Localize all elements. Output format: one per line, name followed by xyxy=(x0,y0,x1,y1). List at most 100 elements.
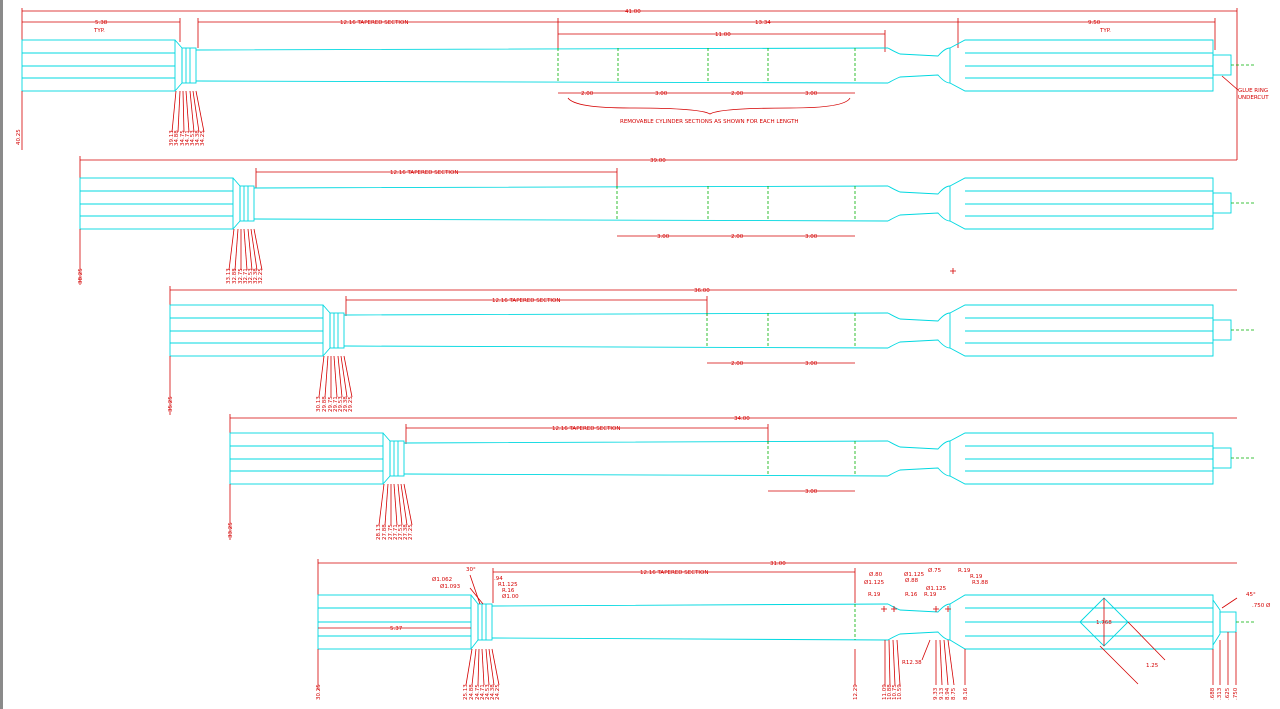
station-dims-5: 25.13 24.88 24.75 24.71 24.53 24.38 24.2… xyxy=(463,648,501,700)
svg-text:R1.125: R1.125 xyxy=(498,582,518,588)
svg-text:27.75: 27.75 xyxy=(388,524,394,540)
right-block-dim-text: 9.50 xyxy=(1088,20,1101,26)
svg-text:27.25: 27.25 xyxy=(408,524,414,540)
svg-text:Ø.88: Ø.88 xyxy=(905,577,919,584)
svg-text:2.00: 2.00 xyxy=(731,234,744,240)
left-block-dim-text: 5.38 xyxy=(95,20,108,26)
svg-text:34.71: 34.71 xyxy=(185,130,191,146)
svg-text:R12.38: R12.38 xyxy=(902,660,922,666)
svg-text:24.71: 24.71 xyxy=(480,684,486,700)
cyl-total-dim-text: 11.00 xyxy=(715,32,731,38)
svg-text:31.00: 31.00 xyxy=(770,561,786,567)
svg-text:.750: .750 xyxy=(1233,687,1239,700)
svg-text:32.88: 32.88 xyxy=(232,268,238,284)
svg-text:32.75: 32.75 xyxy=(238,268,244,284)
side-label-1: 40.25 xyxy=(16,129,22,145)
svg-text:Ø1.125: Ø1.125 xyxy=(864,579,885,586)
svg-text:10.88: 10.88 xyxy=(887,684,893,700)
glue-ring-label: GLUE RING xyxy=(1238,88,1268,94)
station-dims-2: 33.13 32.88 32.75 32.71 32.53 32.38 32.2… xyxy=(226,228,264,284)
svg-text:30°: 30° xyxy=(466,567,476,573)
undercut-label: UNDERCUT xyxy=(1238,95,1269,101)
svg-text:3.00: 3.00 xyxy=(805,234,818,240)
svg-text:3.00: 3.00 xyxy=(805,361,818,367)
svg-text:Ø.80: Ø.80 xyxy=(869,571,883,578)
svg-text:3.00: 3.00 xyxy=(805,489,818,495)
svg-text:3.00: 3.00 xyxy=(657,234,670,240)
svg-text:.313: .313 xyxy=(1217,687,1223,700)
cyl-dim-4: 3.00 xyxy=(805,91,818,97)
svg-text:1.768: 1.768 xyxy=(1096,620,1112,626)
svg-text:27.88: 27.88 xyxy=(382,524,388,540)
svg-text:12.16 TAPERED SECTION: 12.16 TAPERED SECTION xyxy=(552,426,621,432)
svg-text:12.29: 12.29 xyxy=(853,684,859,700)
svg-text:34.00: 34.00 xyxy=(734,416,750,422)
svg-text:29.38: 29.38 xyxy=(343,396,349,412)
station-dims-1: 39.13 34.88 34.75 34.71 34.53 34.38 34.2… xyxy=(169,90,206,146)
svg-text:R.16: R.16 xyxy=(502,588,515,594)
svg-text:24.25: 24.25 xyxy=(495,684,501,700)
view-31: 31.00 12.16 TAPERED SECTION 1.768 1.25 5… xyxy=(316,559,1271,700)
svg-text:R3.88: R3.88 xyxy=(972,580,989,586)
view-34: 34.00 12.16 TAPERED SECTION 3.00 33.25 2… xyxy=(228,414,1255,540)
svg-text:11.09: 11.09 xyxy=(882,684,888,700)
svg-text:27.53: 27.53 xyxy=(398,524,404,540)
svg-text:9.13: 9.13 xyxy=(939,687,945,700)
svg-text:12.16 TAPERED SECTION: 12.16 TAPERED SECTION xyxy=(640,570,709,576)
svg-text:R.16: R.16 xyxy=(905,592,918,598)
svg-text:25.13: 25.13 xyxy=(463,684,469,700)
brace xyxy=(567,97,851,115)
svg-text:33.13: 33.13 xyxy=(226,268,232,284)
station-dims-4: 28.13 27.88 27.75 27.71 27.53 27.38 27.2… xyxy=(376,483,414,540)
svg-text:39.13: 39.13 xyxy=(169,130,175,146)
overall-dim-text-2: 39.00 xyxy=(650,158,666,164)
tenon xyxy=(1212,54,1232,76)
svg-text:32.38: 32.38 xyxy=(253,268,259,284)
tapered-text-2: 12.16 TAPERED SECTION xyxy=(390,170,459,176)
svg-text:8.94: 8.94 xyxy=(945,687,951,700)
left-square-block xyxy=(21,39,176,92)
svg-text:27.71: 27.71 xyxy=(393,524,399,540)
svg-text:R.19: R.19 xyxy=(958,568,971,574)
typ-label-right: TYP. xyxy=(1099,28,1111,34)
svg-text:Ø1.00: Ø1.00 xyxy=(502,593,519,600)
window-left-border xyxy=(0,0,3,709)
svg-text:Ø1.093: Ø1.093 xyxy=(440,583,461,590)
cyl-dim-1: 2.00 xyxy=(581,91,594,97)
svg-text:Ø1.125: Ø1.125 xyxy=(904,571,925,578)
svg-text:30.25: 30.25 xyxy=(316,684,322,700)
svg-text:Ø.75: Ø.75 xyxy=(928,567,942,574)
svg-text:29.88: 29.88 xyxy=(322,396,328,412)
right-stations-5: 12.29 11.09 10.88 10.75 10.59 9.33 9.13 … xyxy=(853,632,1239,700)
svg-text:29.25: 29.25 xyxy=(348,396,354,412)
svg-text:.94: .94 xyxy=(494,576,503,582)
tapered-shaft xyxy=(195,47,889,84)
svg-text:34.38: 34.38 xyxy=(195,130,201,146)
svg-text:Ø1.062: Ø1.062 xyxy=(432,576,452,583)
svg-text:1.25: 1.25 xyxy=(1146,663,1159,669)
svg-text:2.00: 2.00 xyxy=(731,361,744,367)
svg-text:10.75: 10.75 xyxy=(892,684,898,700)
svg-text:35.25: 35.25 xyxy=(168,396,174,412)
svg-text:32.71: 32.71 xyxy=(243,268,249,284)
removable-note: REMOVABLE CYLINDER SECTIONS AS SHOWN FOR… xyxy=(620,119,799,125)
svg-text:36.00: 36.00 xyxy=(694,288,710,294)
side-label-2: 38.25 xyxy=(78,268,84,284)
turned-neck xyxy=(887,47,951,84)
overall-dim-text: 41.00 xyxy=(625,9,641,15)
tapered-section-text: 12.16 TAPERED SECTION xyxy=(340,20,409,26)
station-dims-3: 30.13 29.88 29.75 29.71 29.53 29.38 29.2… xyxy=(316,355,354,412)
svg-text:24.75: 24.75 xyxy=(475,684,481,700)
view-39: 39.00 12.16 TAPERED SECTION 3.00 2.00 3.… xyxy=(78,156,1255,285)
svg-text:.688: .688 xyxy=(1210,687,1216,700)
svg-text:9.33: 9.33 xyxy=(933,687,939,700)
svg-text:R.19: R.19 xyxy=(924,592,937,598)
svg-text:45°: 45° xyxy=(1246,592,1256,598)
svg-text:5.37: 5.37 xyxy=(390,626,403,632)
svg-text:R.19: R.19 xyxy=(868,592,881,598)
svg-text:34.75: 34.75 xyxy=(180,130,186,146)
svg-text:32.25: 32.25 xyxy=(258,268,264,284)
svg-text:33.25: 33.25 xyxy=(228,522,234,538)
view-36: 36.00 12.16 TAPERED SECTION 2.00 3.00 35… xyxy=(168,286,1255,415)
